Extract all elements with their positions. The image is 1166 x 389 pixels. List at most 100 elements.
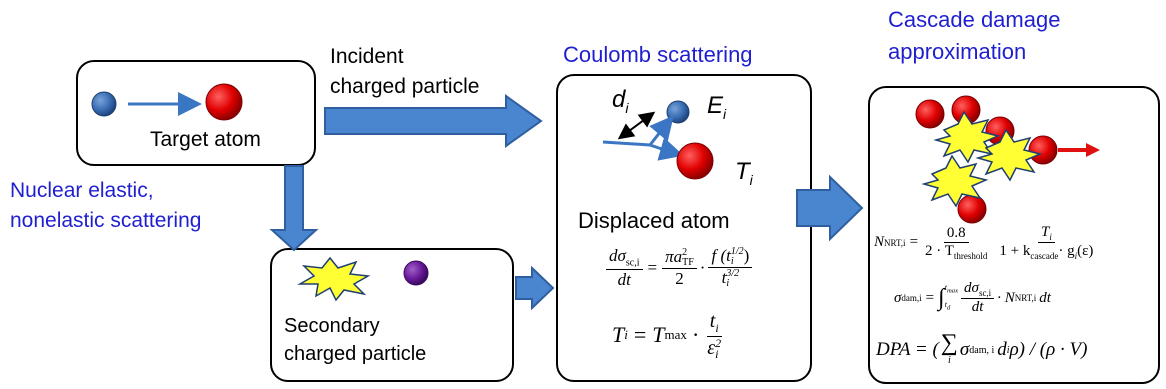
coulomb-scattering-box [556, 74, 812, 382]
cs-eq: = [647, 257, 658, 277]
cascade-damage-box [868, 86, 1160, 384]
incident-block-arrow [324, 94, 543, 148]
sd-lower-sub: d [946, 304, 951, 312]
cs-rhs2-den-sub: i [726, 278, 730, 290]
nnrt-lhs-sub: NRT,i [884, 237, 906, 248]
ti-tmax-sub: max [664, 327, 687, 343]
incident-label: Incident charged particle [330, 42, 479, 102]
dpa-sigma-sub: dam, i [969, 344, 995, 356]
scatter-red-atom [676, 142, 714, 180]
sd-end: dt [1039, 289, 1051, 306]
cascade-label: Cascade damage approximation [888, 4, 1060, 68]
secondary-particle-atom [403, 260, 429, 286]
nnrt-eq: = [909, 234, 919, 251]
cascade-atom-4 [1028, 135, 1058, 165]
cascade-atom-5 [957, 194, 987, 224]
t-i-label: Ti [735, 158, 753, 188]
ti-lhs-sub: i [624, 327, 628, 343]
secondary-burst [297, 256, 371, 302]
incoming-particle-atom [91, 91, 117, 117]
nuclear-label-line2: nonelastic scattering [10, 209, 202, 232]
ti-tmax: T [652, 322, 665, 348]
cs-rhs1-num: πa [665, 246, 683, 266]
d-i-sub: i [625, 99, 629, 116]
sd-lower: t [944, 300, 947, 310]
cascade-label-line2: approximation [888, 39, 1027, 64]
cs-lhs-den: dt [617, 269, 631, 289]
cascade-block-arrow [796, 174, 864, 242]
ti-den-sup: 2 [715, 336, 722, 351]
e-i-main: E [707, 92, 724, 119]
coulomb-label: Coulomb scattering [563, 42, 753, 67]
cs-rhs2-den-sup: 3/2 [726, 268, 740, 280]
sd-num-sub: sc,i [978, 288, 992, 298]
cs-rhs2-sup: 1/2 [730, 246, 744, 258]
nnrt-f2-den-sub: cascade [1030, 251, 1059, 262]
dpa-mid: d [997, 339, 1007, 360]
sd-upper: t [944, 282, 947, 292]
sum-sign: ∑ [940, 330, 958, 356]
cascade-burst-3 [921, 154, 989, 208]
cs-rhs2-num: f (t [711, 246, 731, 266]
sd-eq: = [925, 289, 935, 306]
nuclear-label: Nuclear elastic, nonelastic scattering [10, 176, 201, 236]
cs-rhs1-sup: 2 [682, 246, 688, 258]
nnrt-lhs: N [874, 234, 885, 251]
dpa-end: ρ) / (ρ · V) [1009, 339, 1088, 360]
integral-sign: ∫ [938, 284, 945, 311]
t-i-sub: i [749, 171, 753, 188]
nnrt-f2-den-end: · g [1058, 243, 1075, 260]
sd-den: dt [971, 299, 984, 316]
cascade-red-arrow-head [1086, 143, 1100, 157]
ti-num-sub: i [715, 321, 719, 335]
dpa-lhs: DPA = ( [876, 339, 939, 360]
sd-lhs-sub: dam,i [901, 293, 922, 304]
sd-upper-sub: max [946, 287, 959, 295]
scatter-branch-up [648, 115, 674, 146]
cs-lhs-num-sub: sc,i [625, 257, 640, 269]
dpa-sigma: σ [959, 339, 970, 360]
sd-lhs: σ [894, 289, 902, 306]
cs-rhs2-end: ) [743, 246, 750, 266]
nnrt-f2-den-end-sub: i [1074, 251, 1078, 262]
nnrt-f2-num: T [1041, 224, 1050, 240]
cascade-burst-2 [975, 128, 1043, 182]
ti-dot: · [691, 322, 700, 348]
dpa-sum-sub: i [947, 355, 951, 366]
incident-label-line2: charged particle [330, 75, 480, 98]
secondary-block-arrow [515, 265, 555, 311]
d-i-main: d [612, 86, 626, 113]
nnrt-f1-num: 0.8 [943, 225, 969, 243]
secondary-label: Secondary charged particle [284, 312, 426, 368]
cs-dot: · [699, 257, 706, 277]
nuclear-label-line1: Nuclear elastic, [10, 179, 154, 202]
scatter-incoming-path [602, 140, 651, 147]
d-i-arrow [617, 111, 656, 140]
e-i-sub: i [723, 105, 727, 122]
sd-tail: · N [997, 289, 1015, 306]
sd-tail-sub: NRT,i [1014, 293, 1037, 304]
nnrt-f1-den: 2 · T [925, 242, 954, 259]
nnrt-f2-den: 1 + k [999, 243, 1031, 260]
displaced-atom-label: Displaced atom [578, 208, 730, 233]
down-block-arrow [269, 165, 319, 252]
scatter-blue-atom [666, 100, 690, 124]
target-atom [205, 83, 243, 121]
d-i-label: di [612, 86, 628, 116]
nnrt-f2-num-sub: i [1049, 232, 1052, 242]
cs-rhs2-sub: i [730, 256, 734, 268]
dpa-mid-sub: i [1006, 344, 1010, 356]
ti-num: t [709, 310, 716, 332]
ti-den-sub: i [715, 347, 719, 362]
sd-num: dσ [964, 280, 979, 296]
cs-rhs1-den: 2 [675, 268, 684, 288]
scatter-branch-down [649, 137, 684, 161]
nnrt-f2-den-tail: (ε) [1077, 243, 1094, 260]
cascade-label-line1: Cascade damage [888, 7, 1061, 32]
